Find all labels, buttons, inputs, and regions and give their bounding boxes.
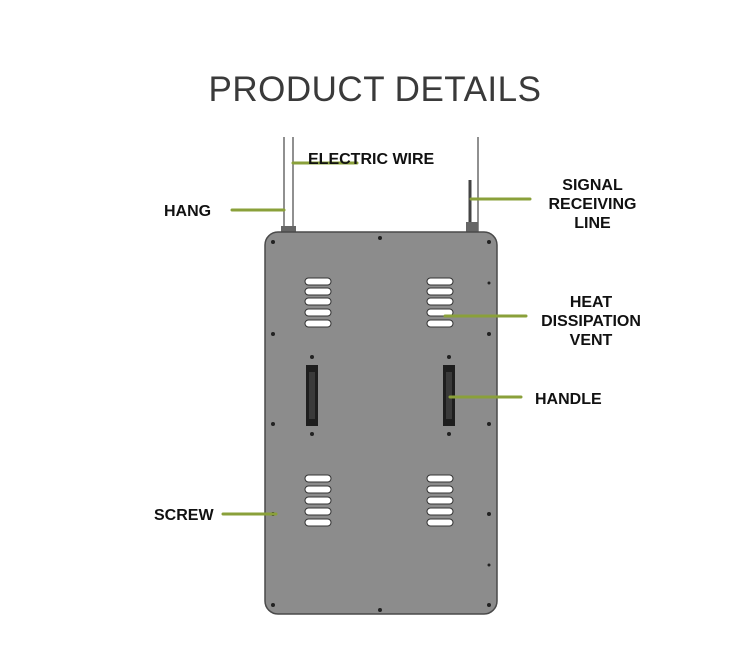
cabinet-panel [264, 231, 498, 615]
heat-dissipation-vent-label-line: HEAT [569, 294, 613, 311]
heat-dissipation-vent-label-line: VENT [569, 332, 613, 349]
signal-receiving-line-label-line: SIGNAL [562, 177, 623, 194]
hang-label: HANG [164, 203, 212, 220]
heat-dissipation-vent-label: HEAT DISSIPATION VENT [530, 293, 652, 350]
handles [306, 365, 455, 426]
heat-dissipation-vents [304, 277, 454, 527]
handle-label: HANDLE [535, 391, 602, 408]
screw-label: SCREW [154, 507, 214, 524]
hang-cables [281, 137, 479, 235]
heat-dissipation-vent-label-line: DISSIPATION [541, 313, 641, 330]
electric-wire-label: ELECTRIC WIRE [308, 151, 435, 168]
signal-receiving-line-label-line: RECEIVING [548, 196, 637, 213]
signal-receiving-line-label-line: LINE [574, 215, 611, 232]
page-title: PRODUCT DETAILS [208, 70, 542, 109]
leader-lines [221, 161, 532, 516]
signal-receiving-line-label: SIGNAL RECEIVING LINE [540, 176, 645, 233]
